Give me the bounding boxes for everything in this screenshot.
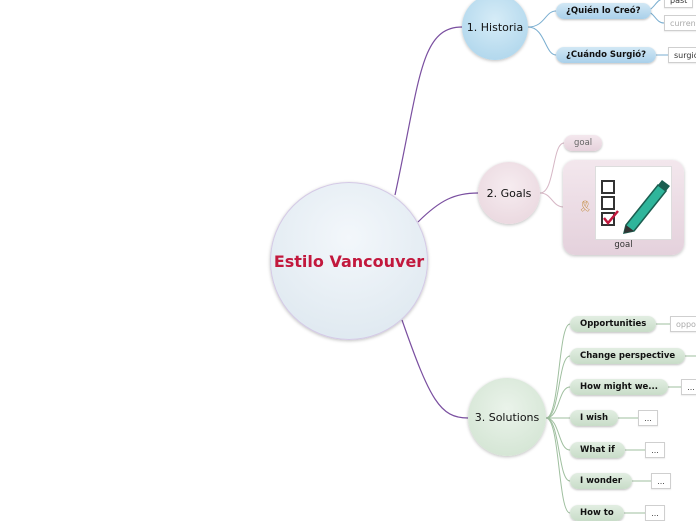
child-i-wonder[interactable]: ... (651, 473, 671, 489)
subtopic-goal-image-caption: goal (614, 240, 633, 250)
child-how-to-label: ... (651, 508, 659, 518)
connector-central-solutions (401, 319, 469, 419)
subtopic-cuando-label: ¿Cuándo Surgió? (566, 50, 647, 60)
child-i-wish[interactable]: ... (638, 410, 658, 426)
child-past[interactable]: past (664, 0, 694, 8)
child-surgio-label: surgió (674, 50, 696, 60)
connector-sol-3 (545, 386, 571, 419)
subtopic-quien-label: ¿Quién lo Creó? (566, 6, 641, 16)
subtopic-how-might-we-label: How might we... (580, 382, 658, 392)
topic-goals[interactable]: 2. Goals (478, 162, 540, 224)
child-opportunities[interactable]: opport (670, 316, 696, 332)
connector-historia-cuando (527, 26, 557, 56)
child-how-might-we[interactable]: ... (681, 379, 696, 395)
subtopic-i-wish-label: I wish (580, 413, 608, 423)
topic-solutions-label: 3. Solutions (474, 410, 540, 424)
connector-central-goals (417, 192, 479, 223)
connector-historia-quien (527, 10, 557, 28)
connector-goals-goal (539, 142, 565, 194)
subtopic-how-to-label: How to (580, 508, 614, 518)
subtopic-i-wonder-label: I wonder (580, 476, 622, 486)
child-what-if[interactable]: ... (645, 442, 665, 458)
connector-sol-1 (545, 323, 571, 419)
connector-central-historia (394, 26, 463, 196)
child-opportunities-label: opport (676, 319, 696, 329)
child-past-label: past (670, 0, 688, 5)
topic-historia[interactable]: 1. Historia (462, 0, 528, 60)
subtopic-change-perspective[interactable]: Change perspective (570, 348, 686, 364)
subtopic-i-wish[interactable]: I wish (570, 410, 618, 426)
ribbon-icon: 🎗 (578, 200, 592, 213)
subtopic-how-to[interactable]: How to (570, 505, 624, 521)
subtopic-change-perspective-label: Change perspective (580, 351, 676, 361)
topic-goals-label: 2. Goals (486, 186, 532, 200)
subtopic-opportunities-label: Opportunities (580, 319, 647, 329)
child-i-wish-label: ... (644, 413, 652, 423)
connector-sol-2 (545, 355, 571, 419)
child-current-label: current (670, 18, 696, 28)
connector-goals-image (539, 192, 565, 208)
central-topic[interactable]: Estilo Vancouver (270, 182, 428, 340)
subtopic-what-if[interactable]: What if (570, 442, 625, 458)
child-how-might-we-label: ... (687, 382, 695, 392)
subtopic-cuando-surgio[interactable]: ¿Cuándo Surgió? (556, 47, 657, 63)
connector-sol-7 (545, 417, 571, 514)
child-i-wonder-label: ... (657, 476, 665, 486)
subtopic-what-if-label: What if (580, 445, 615, 455)
subtopic-quien-lo-creo[interactable]: ¿Quién lo Creó? (556, 3, 651, 19)
checklist-pencil-icon (595, 166, 672, 240)
child-what-if-label: ... (651, 445, 659, 455)
subtopic-i-wonder[interactable]: I wonder (570, 473, 632, 489)
topic-solutions[interactable]: 3. Solutions (468, 378, 546, 456)
central-topic-label: Estilo Vancouver (273, 251, 425, 271)
child-surgio[interactable]: surgió (668, 47, 696, 63)
topic-historia-label: 1. Historia (466, 20, 524, 34)
subtopic-goal-label: goal (574, 138, 593, 148)
subtopic-opportunities[interactable]: Opportunities (570, 316, 657, 332)
child-how-to[interactable]: ... (645, 505, 665, 521)
subtopic-goal[interactable]: goal (564, 135, 603, 151)
subtopic-how-might-we[interactable]: How might we... (570, 379, 668, 395)
child-current[interactable]: current (664, 15, 696, 31)
connector-sol-6 (545, 417, 571, 482)
